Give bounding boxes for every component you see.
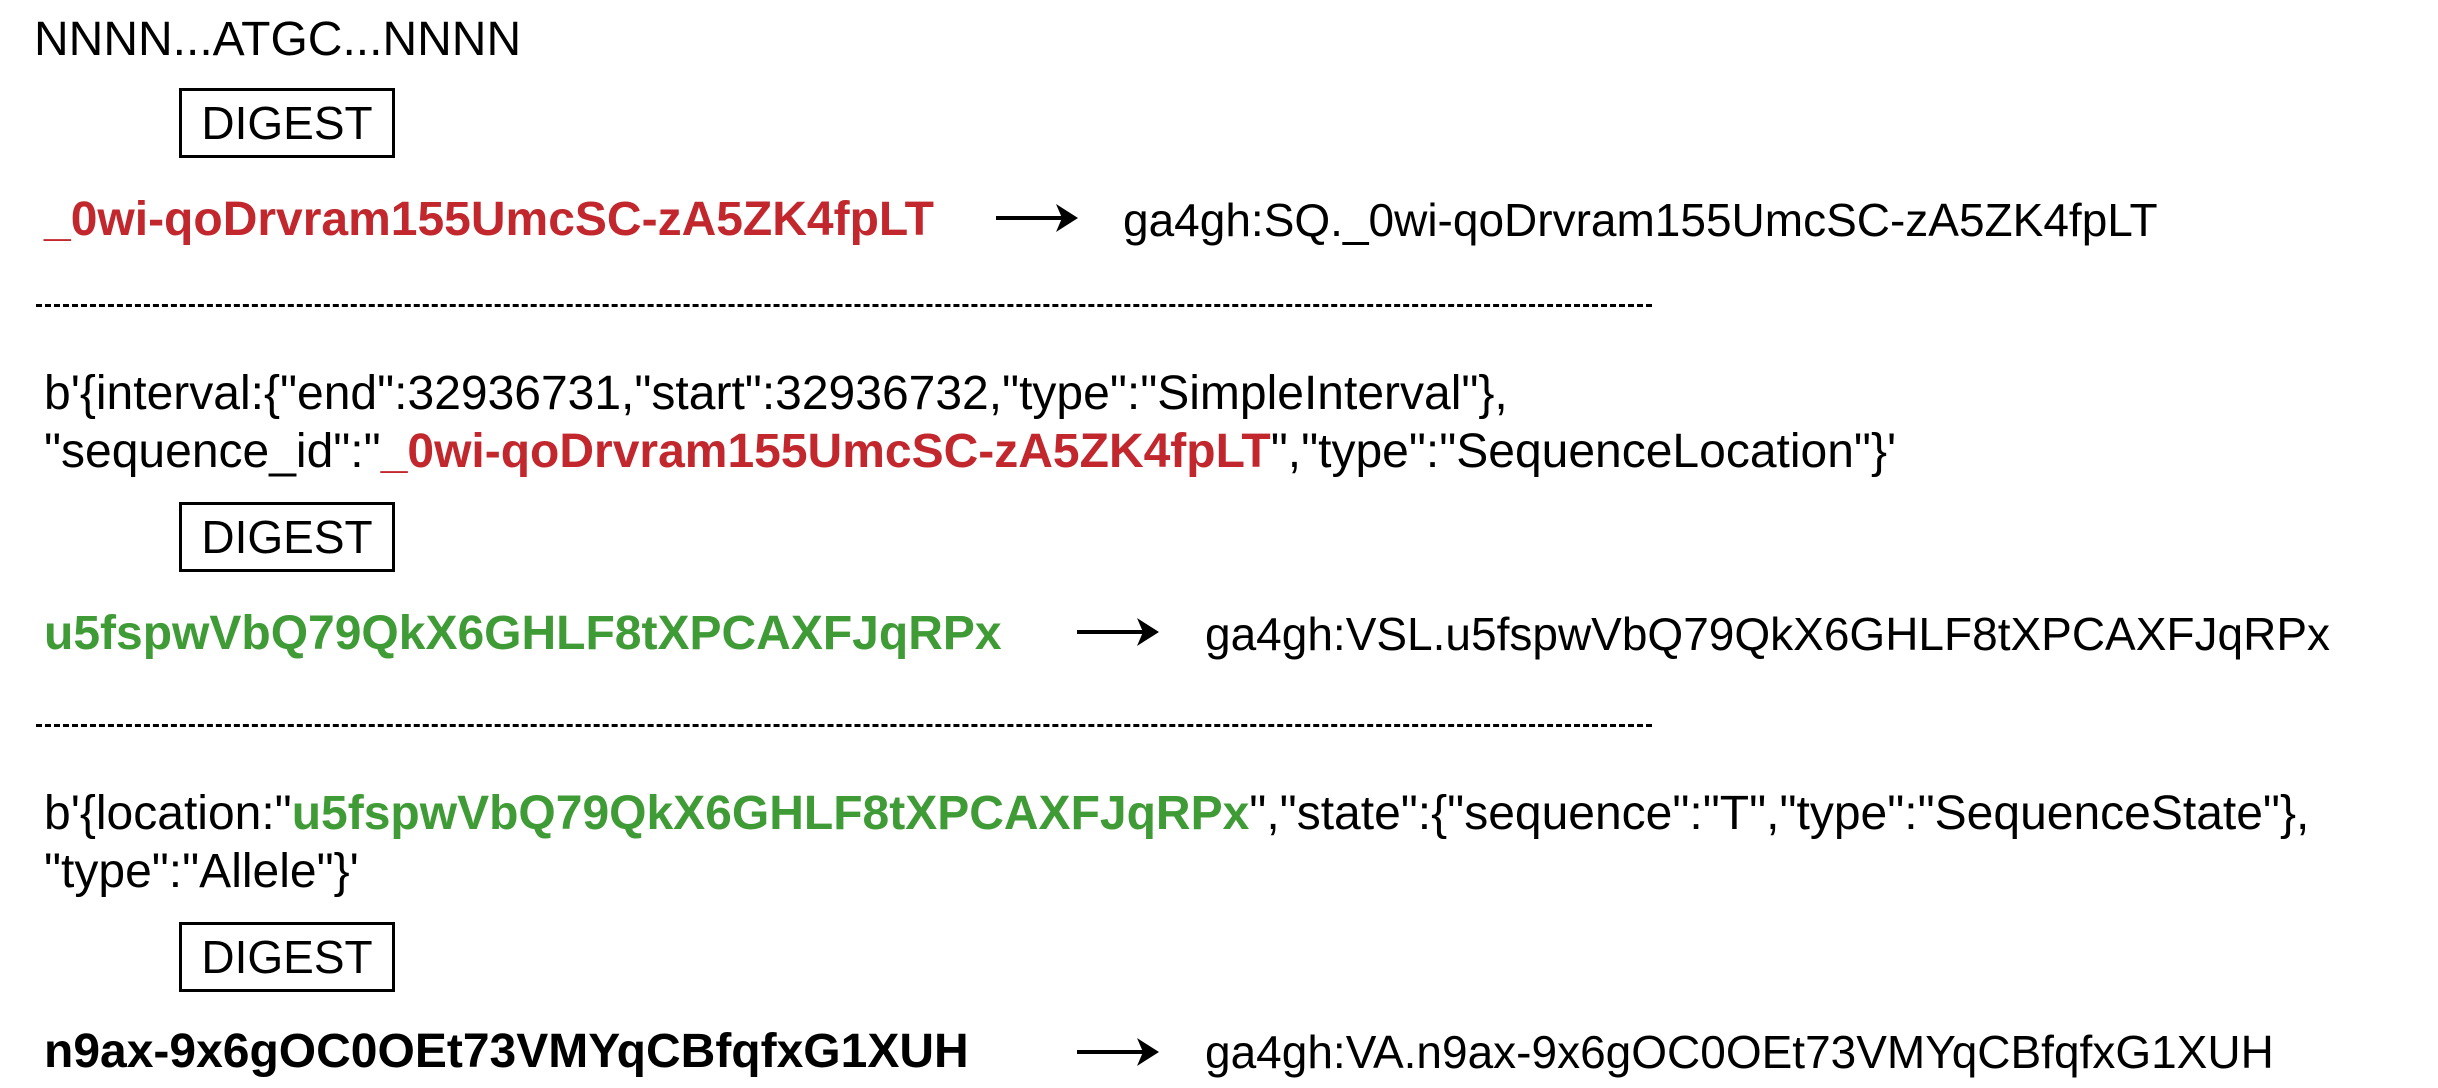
right-arrow-icon (1077, 1038, 1159, 1066)
location-prefix: "sequence_id":" (44, 425, 381, 478)
allele-digest: n9ax-9x6gOC0OEt73VMYqCBfqfxG1XUH (44, 1025, 969, 1078)
embedded-sequence-digest: _0wi-qoDrvram155UmcSC-zA5ZK4fpLT (380, 425, 1271, 478)
digest-box-2: DIGEST (179, 502, 395, 572)
embedded-location-digest: u5fspwVbQ79QkX6GHLF8tXPCAXFJqRPx (291, 787, 1250, 840)
digest-box-3: DIGEST (179, 922, 395, 992)
allele-id: ga4gh:VA.n9ax-9x6gOC0OEt73VMYqCBfqfxG1XU… (1205, 1026, 2274, 1078)
allele-prefix: b'{location:" (44, 787, 292, 840)
allele-suffix: ","state":{"sequence":"T","type":"Sequen… (1249, 787, 2310, 840)
separator-1 (36, 304, 1652, 307)
location-serialization-line-2: "sequence_id":"_0wi-qoDrvram155UmcSC-zA5… (44, 424, 1896, 480)
sequence-id: ga4gh:SQ._0wi-qoDrvram155UmcSC-zA5ZK4fpL… (1123, 194, 2158, 246)
right-arrow-icon (1077, 618, 1159, 646)
location-suffix: ","type":"SequenceLocation"}' (1270, 425, 1897, 478)
sequence-digest: _0wi-qoDrvram155UmcSC-zA5ZK4fpLT (44, 193, 934, 246)
location-id: ga4gh:VSL.u5fspwVbQ79QkX6GHLF8tXPCAXFJqR… (1205, 608, 2331, 660)
location-serialization-line-1: b'{interval:{"end":32936731,"start":3293… (44, 367, 1508, 420)
digest-box-1: DIGEST (179, 88, 395, 158)
allele-serialization-line-2: "type":"Allele"}' (44, 845, 359, 898)
location-digest: u5fspwVbQ79QkX6GHLF8tXPCAXFJqRPx (44, 607, 1002, 660)
input-sequence: NNNN...ATGC...NNNN (34, 13, 522, 66)
separator-2 (36, 724, 1652, 727)
right-arrow-icon (996, 204, 1078, 232)
allele-serialization-line-1: b'{location:"u5fspwVbQ79QkX6GHLF8tXPCAXF… (44, 786, 2309, 842)
